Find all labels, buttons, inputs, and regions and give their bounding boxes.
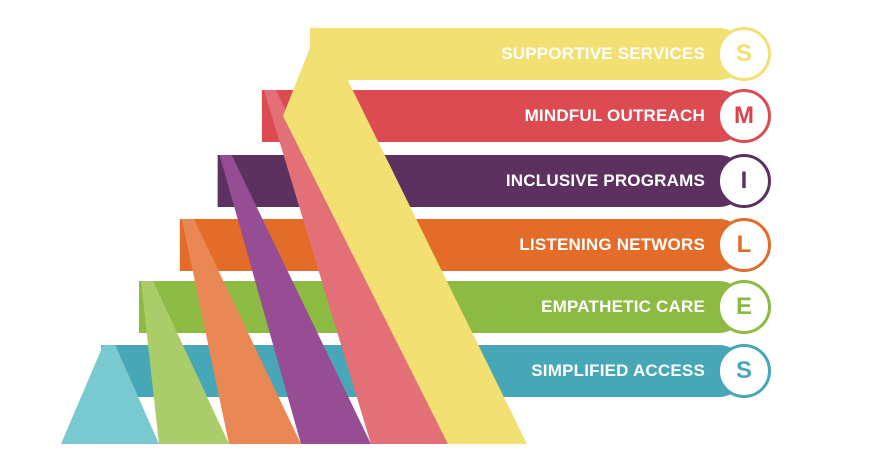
bar-label-empathetic-care: EMPATHETIC CARE: [541, 297, 705, 316]
pyramid-stripe-listening-networs: [181, 219, 301, 444]
letter-badge-s-top: S: [717, 27, 771, 81]
pyramid-stripe-simplified-access: [61, 345, 159, 444]
bar-mindful-outreach: [261, 90, 745, 142]
letter-badge-e: E: [717, 280, 771, 334]
pyramid-stripe-inclusive-programs: [219, 155, 371, 444]
bar-label-simplified-access: SIMPLIFIED ACCESS: [531, 361, 705, 380]
letter-badge-i: I: [717, 154, 771, 208]
pyramid-stripe-supportive-services: [283, 28, 527, 444]
bar-supportive-services: [309, 28, 745, 80]
letter-badge-s-bottom: S: [717, 344, 771, 398]
bar-label-supportive-services: SUPPORTIVE SERVICES: [501, 44, 705, 63]
bar-label-listening-networs: LISTENING NETWORS: [519, 235, 705, 254]
pyramid-stripe-empathetic-care: [141, 281, 229, 444]
letter-badge-m: M: [717, 89, 771, 143]
bar-label-mindful-outreach: MINDFUL OUTREACH: [524, 106, 705, 125]
letter-badge-l: L: [717, 218, 771, 272]
pyramid-stripe-mindful-outreach: [263, 90, 448, 444]
bar-label-inclusive-programs: INCLUSIVE PROGRAMS: [505, 171, 705, 190]
